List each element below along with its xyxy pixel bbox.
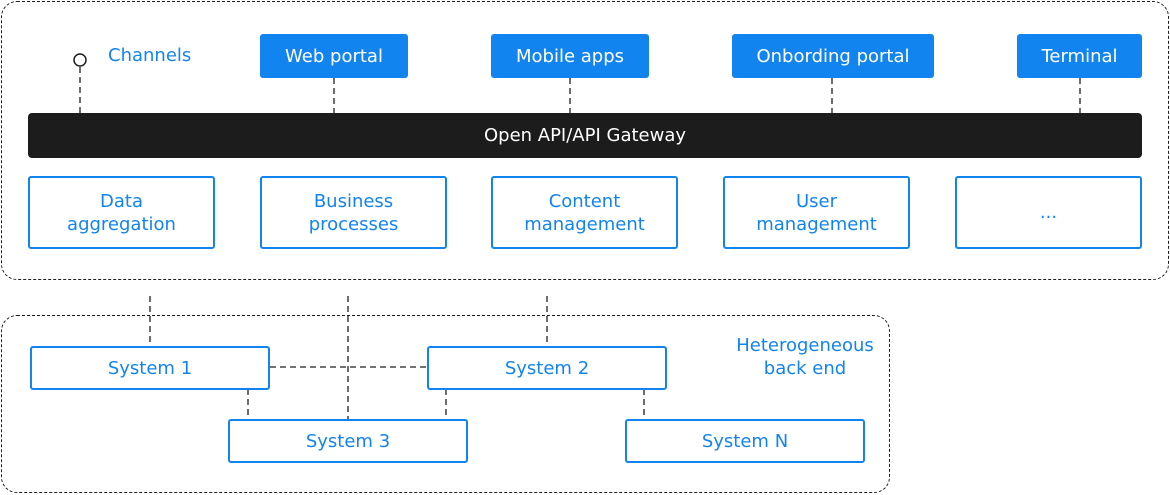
system-3[interactable]: System 3 — [228, 419, 468, 463]
channels-node-icon — [73, 53, 87, 67]
system-1[interactable]: System 1 — [30, 346, 270, 390]
api-gateway-bar[interactable]: Open API/API Gateway — [28, 113, 1142, 158]
channel-web-portal[interactable]: Web portal — [260, 34, 408, 78]
back-end-container — [1, 315, 890, 493]
system-n[interactable]: System N — [625, 419, 865, 463]
front-end-container — [1, 1, 1169, 280]
module-label-line2: aggregation — [67, 213, 176, 235]
module-label-line2: management — [524, 213, 645, 235]
channel-mobile-apps[interactable]: Mobile apps — [491, 34, 649, 78]
channels-label: Channels — [108, 45, 192, 66]
backend-label: Heterogeneous back end — [720, 334, 890, 380]
module-label-line2: management — [756, 213, 877, 235]
module-label-line1: Content — [548, 190, 621, 212]
module-more[interactable]: ... — [955, 176, 1142, 249]
backend-label-line1: Heterogeneous — [736, 335, 874, 356]
module-label-line2: ... — [1039, 202, 1058, 223]
module-label-line1: Data — [100, 190, 143, 212]
module-label-line1: User — [795, 190, 837, 212]
channel-terminal[interactable]: Terminal — [1017, 34, 1142, 78]
backend-label-line2: back end — [763, 358, 847, 379]
channel-onbording-portal[interactable]: Onbording portal — [732, 34, 934, 78]
module-label-line1: Business — [313, 190, 394, 212]
system-2[interactable]: System 2 — [427, 346, 667, 390]
module-label-line2: processes — [308, 213, 399, 235]
